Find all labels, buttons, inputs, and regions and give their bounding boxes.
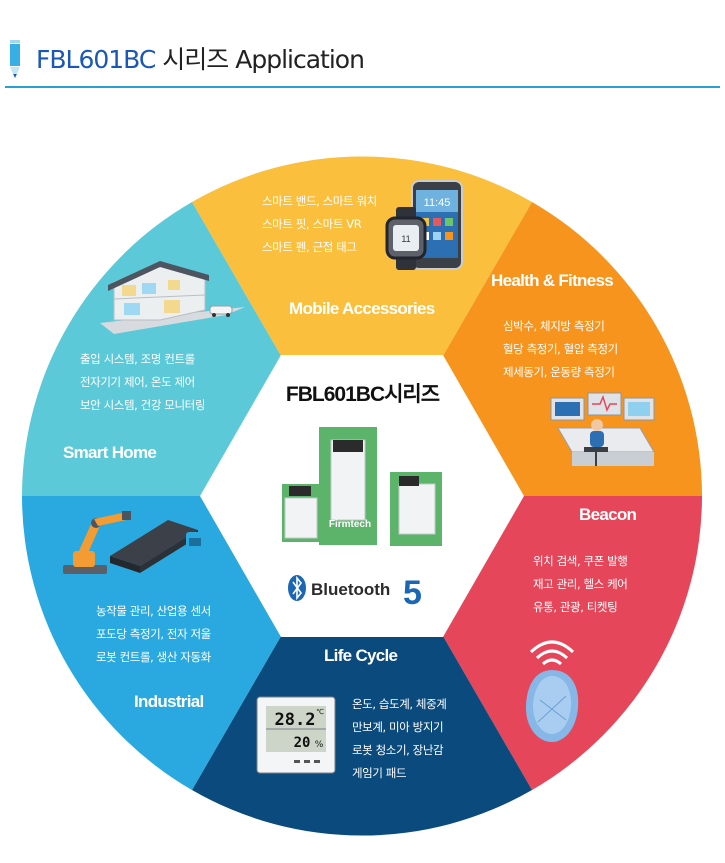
bluetooth-module-image: Firmtech bbox=[282, 427, 442, 546]
pencil-icon bbox=[10, 40, 20, 78]
svg-text:11: 11 bbox=[401, 234, 410, 244]
bluetooth-logo: Bluetooth 5 bbox=[288, 574, 422, 608]
humidity-unit: % bbox=[315, 740, 324, 750]
smart-house-image bbox=[100, 261, 245, 334]
bluetooth-icon bbox=[288, 575, 306, 601]
temperature-readout: 28.2 bbox=[275, 710, 316, 730]
module-brand-label: Firmtech bbox=[329, 519, 371, 530]
segment-title-smart-home: Smart Home bbox=[63, 443, 157, 462]
segment-title-mobile-accessories: Mobile Accessories bbox=[289, 299, 435, 318]
robot-arm-conveyor-image bbox=[63, 511, 204, 574]
beacon-device-image bbox=[526, 640, 579, 742]
segment-title-industrial: Industrial bbox=[134, 692, 204, 711]
segment-title-life-cycle: Life Cycle bbox=[324, 646, 398, 665]
monitoring-desk-image bbox=[550, 392, 655, 466]
humidity-readout: 20 bbox=[294, 735, 311, 751]
thermo-hygrometer-image: 28.2 ℃ 20 % bbox=[256, 696, 336, 774]
smartphone-watch-image: 11:45 11 bbox=[385, 180, 463, 270]
segment-title-beacon: Beacon bbox=[579, 505, 637, 524]
bluetooth-version: 5 bbox=[403, 574, 422, 608]
center-series-title: FBL601BC시리즈 bbox=[285, 383, 440, 406]
temperature-unit: ℃ bbox=[316, 708, 324, 716]
title-divider bbox=[5, 86, 720, 88]
bluetooth-wordmark: Bluetooth bbox=[311, 580, 390, 599]
segment-title-health-fitness: Health & Fitness bbox=[491, 271, 614, 290]
header: FBL601BC 시리즈 Application bbox=[0, 0, 725, 90]
phone-clock: 11:45 bbox=[424, 197, 451, 209]
page-title: FBL601BC 시리즈 Application bbox=[36, 45, 365, 74]
